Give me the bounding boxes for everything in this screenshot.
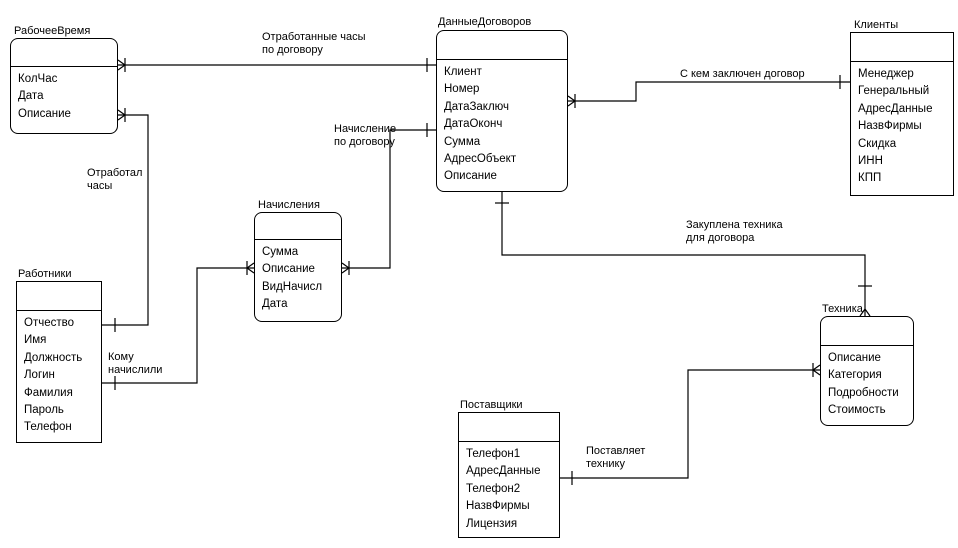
attribute: Менеджер (858, 68, 914, 80)
entity-header (851, 33, 953, 62)
entity-header (459, 413, 559, 442)
attribute: АдресДанные (858, 102, 933, 115)
attribute: НазвФирмы (466, 500, 530, 513)
entity-box[interactable]: Телефон1 АдресДанные Телефон2 НазвФирмы … (458, 412, 560, 538)
attribute: Лицензия (466, 517, 518, 530)
attribute: Пароль (24, 404, 64, 417)
entity-box[interactable]: КолЧас Дата Описание (10, 38, 118, 134)
attribute: Клиент (444, 66, 482, 78)
attribute: Сумма (262, 246, 299, 258)
entity-title: Поставщики (460, 399, 523, 411)
attribute: Генеральный (858, 85, 930, 98)
entity-title: Техника (822, 303, 863, 315)
relationship-label-hours-by-contract: Отработанные часы по договору (262, 31, 366, 56)
attribute-list: Менеджер Генеральный АдресДанные НазвФир… (851, 62, 953, 188)
attribute: Имя (24, 334, 47, 347)
entity-title: РабочееВремя (14, 25, 91, 37)
attribute: АдресДанные (466, 465, 541, 478)
entity-title: Клиенты (854, 19, 899, 31)
entity-header (821, 317, 913, 346)
entity-box[interactable]: Сумма Описание ВидНачисл Дата (254, 212, 342, 322)
relationship-label-supplies-equipment: Поставляет технику (586, 445, 646, 470)
attribute: КПП (858, 172, 882, 185)
attribute-list: Клиент Номер ДатаЗаключ ДатаОконч Сумма … (437, 60, 567, 186)
attribute: Описание (262, 263, 315, 276)
entity-header (437, 31, 567, 60)
relationship-label-purchased-equipment: Закуплена техника для договора (686, 219, 783, 244)
attribute: ДатаОконч (444, 118, 503, 131)
attribute-list: КолЧас Дата Описание (11, 67, 117, 123)
entity-box[interactable]: Отчество Имя Должность Логин Фамилия Пар… (16, 281, 102, 443)
attribute-list: Описание Категория Подробности Стоимость (821, 346, 913, 420)
entity-box[interactable]: Менеджер Генеральный АдресДанные НазвФир… (850, 32, 954, 196)
entity-title: Начисления (258, 199, 320, 211)
attribute: Должность (24, 351, 83, 364)
relationship-label-worked-hours: Отработал часы (87, 167, 143, 192)
attribute: Дата (18, 90, 44, 103)
attribute: АдресОбъект (444, 153, 517, 166)
attribute: Категория (828, 369, 882, 382)
attribute: ИНН (858, 155, 883, 168)
line-worked-hours (102, 108, 149, 332)
attribute: Фамилия (24, 386, 73, 399)
attribute: НазвФирмы (858, 120, 922, 133)
line-with-whom-contract (567, 75, 850, 108)
attribute: КолЧас (18, 73, 58, 85)
attribute: Дата (262, 298, 288, 311)
attribute: Описание (828, 352, 881, 364)
attribute: Логин (24, 369, 55, 382)
line-hours-by-contract (117, 58, 436, 72)
attribute: Отчество (24, 317, 74, 329)
line-supplies-equipment (560, 363, 821, 485)
attribute: Номер (444, 83, 480, 96)
entity-header (11, 39, 117, 67)
line-accrual-by-contract (341, 123, 436, 275)
entity-header (255, 213, 341, 240)
attribute: Описание (444, 170, 497, 183)
relationship-label-whom-accrued: Кому начислили (108, 351, 163, 376)
line-purchased-equipment (495, 192, 872, 317)
attribute-list: Отчество Имя Должность Логин Фамилия Пар… (17, 311, 101, 437)
attribute: ДатаЗаключ (444, 100, 510, 113)
entity-box[interactable]: Описание Категория Подробности Стоимость (820, 316, 914, 426)
relationship-label-with-whom-contract: С кем заключен договор (680, 68, 805, 80)
entity-title: ДанныеДоговоров (438, 16, 532, 28)
attribute: Телефон2 (466, 482, 521, 495)
attribute-list: Телефон1 АдресДанные Телефон2 НазвФирмы … (459, 442, 559, 533)
attribute: Телефон (24, 421, 72, 434)
attribute: Описание (18, 107, 71, 120)
attribute: Сумма (444, 135, 481, 148)
attribute: Подробности (828, 386, 899, 399)
entity-title: Работники (18, 268, 72, 280)
entity-header (17, 282, 101, 311)
relationship-label-accrual-by-contract: Начисление по договору (334, 123, 397, 148)
attribute: Телефон1 (466, 448, 521, 460)
entity-box[interactable]: Клиент Номер ДатаЗаключ ДатаОконч Сумма … (436, 30, 568, 192)
attribute: Стоимость (828, 404, 886, 417)
line-whom-accrued (102, 261, 255, 390)
attribute-list: Сумма Описание ВидНачисл Дата (255, 240, 341, 314)
attribute: ВидНачисл (262, 280, 323, 293)
attribute: Скидка (858, 137, 897, 150)
